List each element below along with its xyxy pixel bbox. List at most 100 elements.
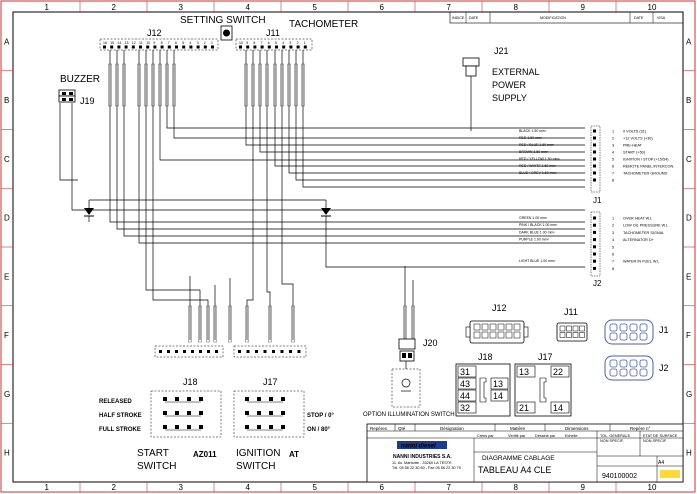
frame-column-number: 5 bbox=[313, 483, 318, 492]
frame-column-number: 6 bbox=[380, 3, 385, 12]
j1-pin-function: 0 VOLTS (31) bbox=[623, 130, 647, 134]
j17-pin-32: 32 bbox=[460, 403, 470, 413]
tb-label-dimensions: Dimensions bbox=[565, 426, 589, 431]
rev-header-date: DATE bbox=[469, 16, 479, 20]
half-stroke-label: HALF STROKE bbox=[99, 413, 142, 419]
j18-pin-21: 21 bbox=[519, 403, 529, 413]
wire-labels-bottom bbox=[188, 305, 415, 343]
j18-bottom-connector bbox=[154, 345, 224, 358]
j20-label: J20 bbox=[423, 338, 438, 348]
tb-tol-1: TOL. GENERALE bbox=[600, 434, 631, 438]
frame-column-number: 9 bbox=[581, 483, 586, 492]
j2-pin-number: 7 bbox=[612, 260, 614, 264]
tb-verifie-par: Vérifié par bbox=[508, 434, 526, 438]
j20-connector-icon bbox=[391, 338, 421, 408]
j2-pin-function: ALTERNATOR D+ bbox=[623, 238, 655, 242]
j1-pin-function: +12 VOLTS (+30) bbox=[623, 137, 653, 141]
j1-pin-number: 7 bbox=[612, 172, 614, 176]
company-logo bbox=[397, 441, 447, 449]
frame-column-number: 4 bbox=[246, 483, 251, 492]
company-name: NANNI INDUSTRIES S.A. bbox=[393, 454, 452, 460]
setting-switch-icon bbox=[220, 25, 233, 41]
j11-pin-number: 8 bbox=[253, 41, 255, 45]
full-stroke-label: FULL STROKE bbox=[99, 427, 141, 433]
frame-column-number: 9 bbox=[581, 3, 586, 12]
j12-pin-number: 16 bbox=[103, 41, 107, 45]
j12-pin-number: 1 bbox=[211, 41, 213, 45]
j11-pin-number: 1 bbox=[304, 41, 306, 45]
diode-icon bbox=[321, 208, 331, 217]
j11-pin-number: 7 bbox=[261, 41, 263, 45]
az011-label: AZ011 bbox=[193, 450, 217, 459]
j21-connector-icon bbox=[462, 57, 480, 128]
j2-pin-number: 6 bbox=[612, 253, 614, 257]
j18-face-label: J18 bbox=[478, 352, 493, 362]
j11-pin-number: 9 bbox=[246, 41, 248, 45]
tb-etat-1: ETAT DE SURFACE bbox=[643, 434, 678, 438]
j1-terminal-label: J1 bbox=[593, 196, 602, 205]
rev-header-modification: MODIFICATION bbox=[540, 16, 566, 20]
frame-column-number: 5 bbox=[313, 3, 318, 12]
j12-pin-number: 5 bbox=[182, 41, 184, 45]
setting-switch-label: SETTING SWITCH bbox=[180, 15, 266, 26]
tb-tol-2: NON SPECIF. bbox=[600, 439, 624, 443]
rev-header-indice: INDICE bbox=[452, 16, 465, 20]
company-phone: Tél. 05 56 22 30 60 - Fax 05 56 22 30 79 bbox=[392, 466, 461, 470]
frame-row-letter: A bbox=[4, 37, 10, 46]
revision-table: INDICE DATE MODIFICATION DATE VISA bbox=[449, 11, 684, 24]
buzzer-label: BUZZER bbox=[60, 74, 100, 85]
j2-pin-number: 5 bbox=[612, 245, 614, 249]
frame-column-number: 7 bbox=[447, 483, 452, 492]
j2-pin-function: LOW OIL PRESSURE W.L bbox=[623, 224, 668, 228]
external-power-line1: EXTERNAL bbox=[492, 67, 540, 77]
j12-pin-number: 11 bbox=[139, 41, 143, 45]
j11-label: J11 bbox=[266, 28, 280, 38]
j2-wire-color: GREEN 1.00 mm² bbox=[519, 216, 548, 220]
j2-pin-number: 1 bbox=[612, 217, 614, 221]
j11-face-label: J11 bbox=[564, 307, 578, 317]
j2-connector-face bbox=[604, 355, 654, 381]
rev-header-visa: VISA bbox=[657, 16, 666, 20]
option-illumination-label: OPTION ILLUMINATION SWITCH bbox=[363, 412, 455, 418]
frame-row-letter: E bbox=[4, 272, 9, 281]
ignition-switch-contacts bbox=[233, 390, 305, 438]
j17-face-label: J17 bbox=[538, 352, 553, 362]
tb-label-qte: Qté bbox=[398, 426, 406, 431]
frame-row-letter: H bbox=[686, 449, 692, 458]
j2-pin-function: TACHOMETER SIGNAL bbox=[623, 231, 664, 235]
ignition-switch-title-1: IGNITION bbox=[236, 448, 280, 459]
j11-pin-number: 10 bbox=[239, 41, 243, 45]
at-label: AT bbox=[289, 450, 299, 459]
j11-pin-number: 5 bbox=[275, 41, 277, 45]
frame-row-letter: F bbox=[686, 331, 691, 340]
frame-column-number: 3 bbox=[179, 483, 184, 492]
j2-terminal-label: J2 bbox=[593, 279, 602, 288]
j18-pin-22: 22 bbox=[553, 367, 563, 377]
j18-bottom-label: J18 bbox=[183, 377, 198, 387]
j1-pin-function: START (+50) bbox=[623, 151, 646, 155]
j21-label: J21 bbox=[494, 46, 509, 56]
drawing-title: TABLEAU A4 CLE bbox=[478, 465, 551, 475]
j1-pin-number: 1 bbox=[612, 130, 614, 134]
j18-pin-13-left: 13 bbox=[493, 379, 503, 389]
drawing-format: A4 bbox=[658, 460, 664, 466]
frame-column-number: 7 bbox=[447, 3, 452, 12]
on-80-label: ON / 80° bbox=[307, 427, 331, 433]
j19-label: J19 bbox=[80, 96, 95, 106]
j12-pin-number: 9 bbox=[153, 41, 155, 45]
frame-row-letter: C bbox=[686, 155, 692, 164]
rev-header-date2: DATE bbox=[634, 16, 644, 20]
j1-pin-number: 4 bbox=[612, 151, 614, 155]
ignition-switch-title-2: SWITCH bbox=[236, 461, 275, 472]
j12-pin-number: 13 bbox=[125, 41, 129, 45]
drawing-number: 940100002 bbox=[602, 473, 637, 480]
company-address: 11, Av. Marbotte - 33260 LA TESTE bbox=[392, 461, 452, 465]
frame-row-letter: A bbox=[686, 37, 692, 46]
j2-face-label: J2 bbox=[659, 363, 669, 373]
j12-label: J12 bbox=[147, 28, 162, 38]
j12-pin-number: 4 bbox=[189, 41, 191, 45]
frame-row-letter: B bbox=[686, 96, 691, 105]
frame-row-letter: G bbox=[686, 390, 692, 399]
j17-pin-44: 44 bbox=[460, 391, 470, 401]
